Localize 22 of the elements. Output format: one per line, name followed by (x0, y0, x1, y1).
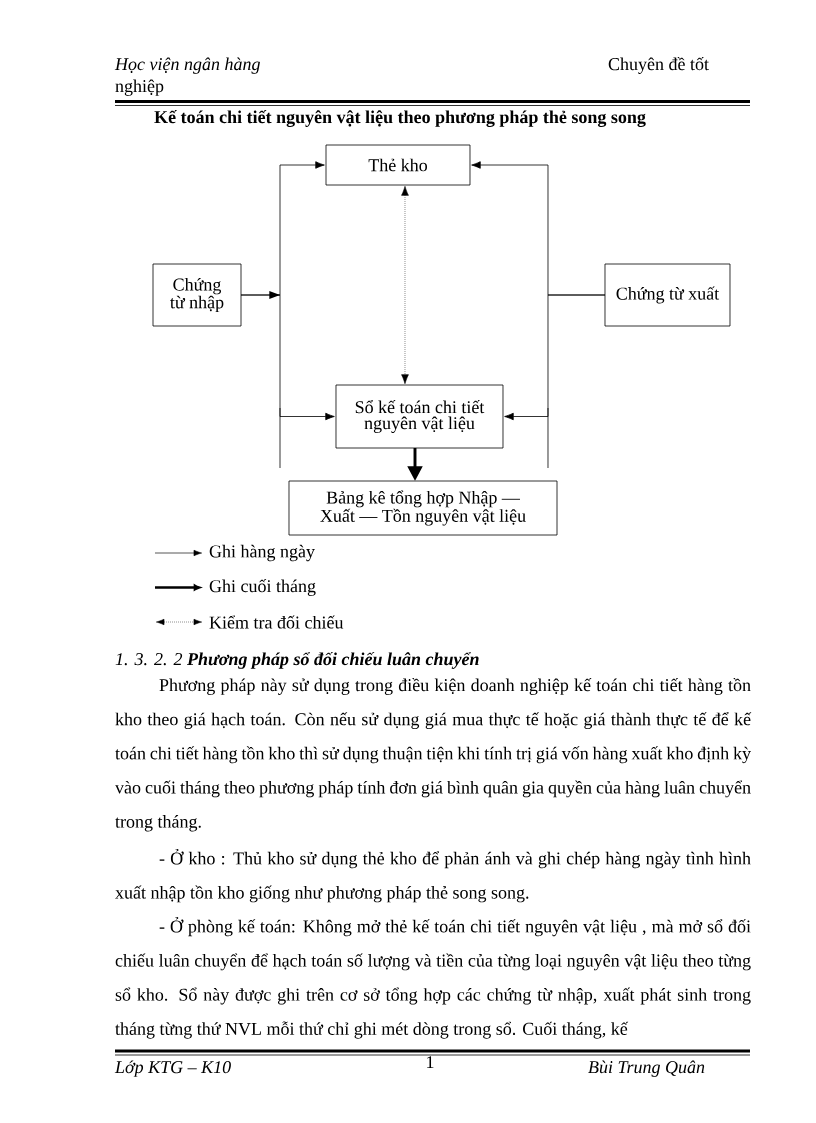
arrow (240, 294, 335, 421)
arrow (504, 294, 606, 421)
header-text: nghiệp (115, 79, 164, 96)
process-box: Chứng từ xuất (604, 263, 731, 327)
process-box: Sổ kế toán chi tiết nguyên vật liệu (335, 384, 504, 449)
arrow (401, 186, 409, 384)
paragraph: - Ở phòng kế toán: Không mở thẻ kế toán chi tiết nguyên vật liệu , mà mở sổ đối chiếu luân chuyển để hạch toán số lượng và tiền của từng loại nguyên vật liệu theo từng sổ kho. Sổ này được ghi trên cơ sở tổng hợp các chứng từ nhập, xuất phát sinh trong tháng từng thứ NVL mỗi thứ chỉ ghi mét dòng trong sổ. Cuối tháng, kế (115, 917, 751, 1039)
section-heading: 1. 3. 2. 2 Phương pháp sổ đối chiếu luân chuyển (115, 651, 479, 669)
paragraph: - Ở kho : Thủ kho sử dụng thẻ kho để phản ánh và ghi chép hàng ngày tình hình xuất nhập tồn kho giống như phương pháp thẻ song song. (115, 849, 751, 903)
diagram-title: Kế toán chi tiết nguyên vật liệu theo phương pháp thẻ song song (154, 109, 646, 127)
process-box: Bảng kê tổng hợp Nhập — Xuất — Tồn nguyên vật liệu (288, 480, 558, 536)
paragraph: Phương pháp này sử dụng trong điều kiện doanh nghiệp kế toán chi tiết hàng tồn kho theo giá hạch toán. Còn nếu sử dụng giá mua thực tế hoặc giá thành thực tế để kế toán chi tiết hàng tồn kho thì sử dụng thuận tiện khi tính trị giá vốn hàng xuất kho định kỳ vào cuối tháng theo phương pháp tính đơn giá bình quân gia quyền của hàng luân chuyển trong tháng. (115, 678, 752, 832)
process-box: Chứng từ nhập (152, 263, 242, 327)
header-text: Học viện ngân hàng (114, 57, 260, 74)
legend-label: Ghi hàng ngày (209, 544, 315, 562)
legend-label: Kiểm tra đối chiếu (209, 615, 344, 629)
legend-label: Ghi cuối tháng (209, 579, 316, 596)
process-box: Thẻ kho (325, 144, 471, 186)
footer-text: Bùi Trung Quân (588, 1060, 705, 1077)
header-text: Chuyên đề tốt (608, 57, 709, 74)
page-number: 1 (427, 1056, 434, 1068)
footer-text: Lớp KTG – K10 (114, 1060, 231, 1077)
